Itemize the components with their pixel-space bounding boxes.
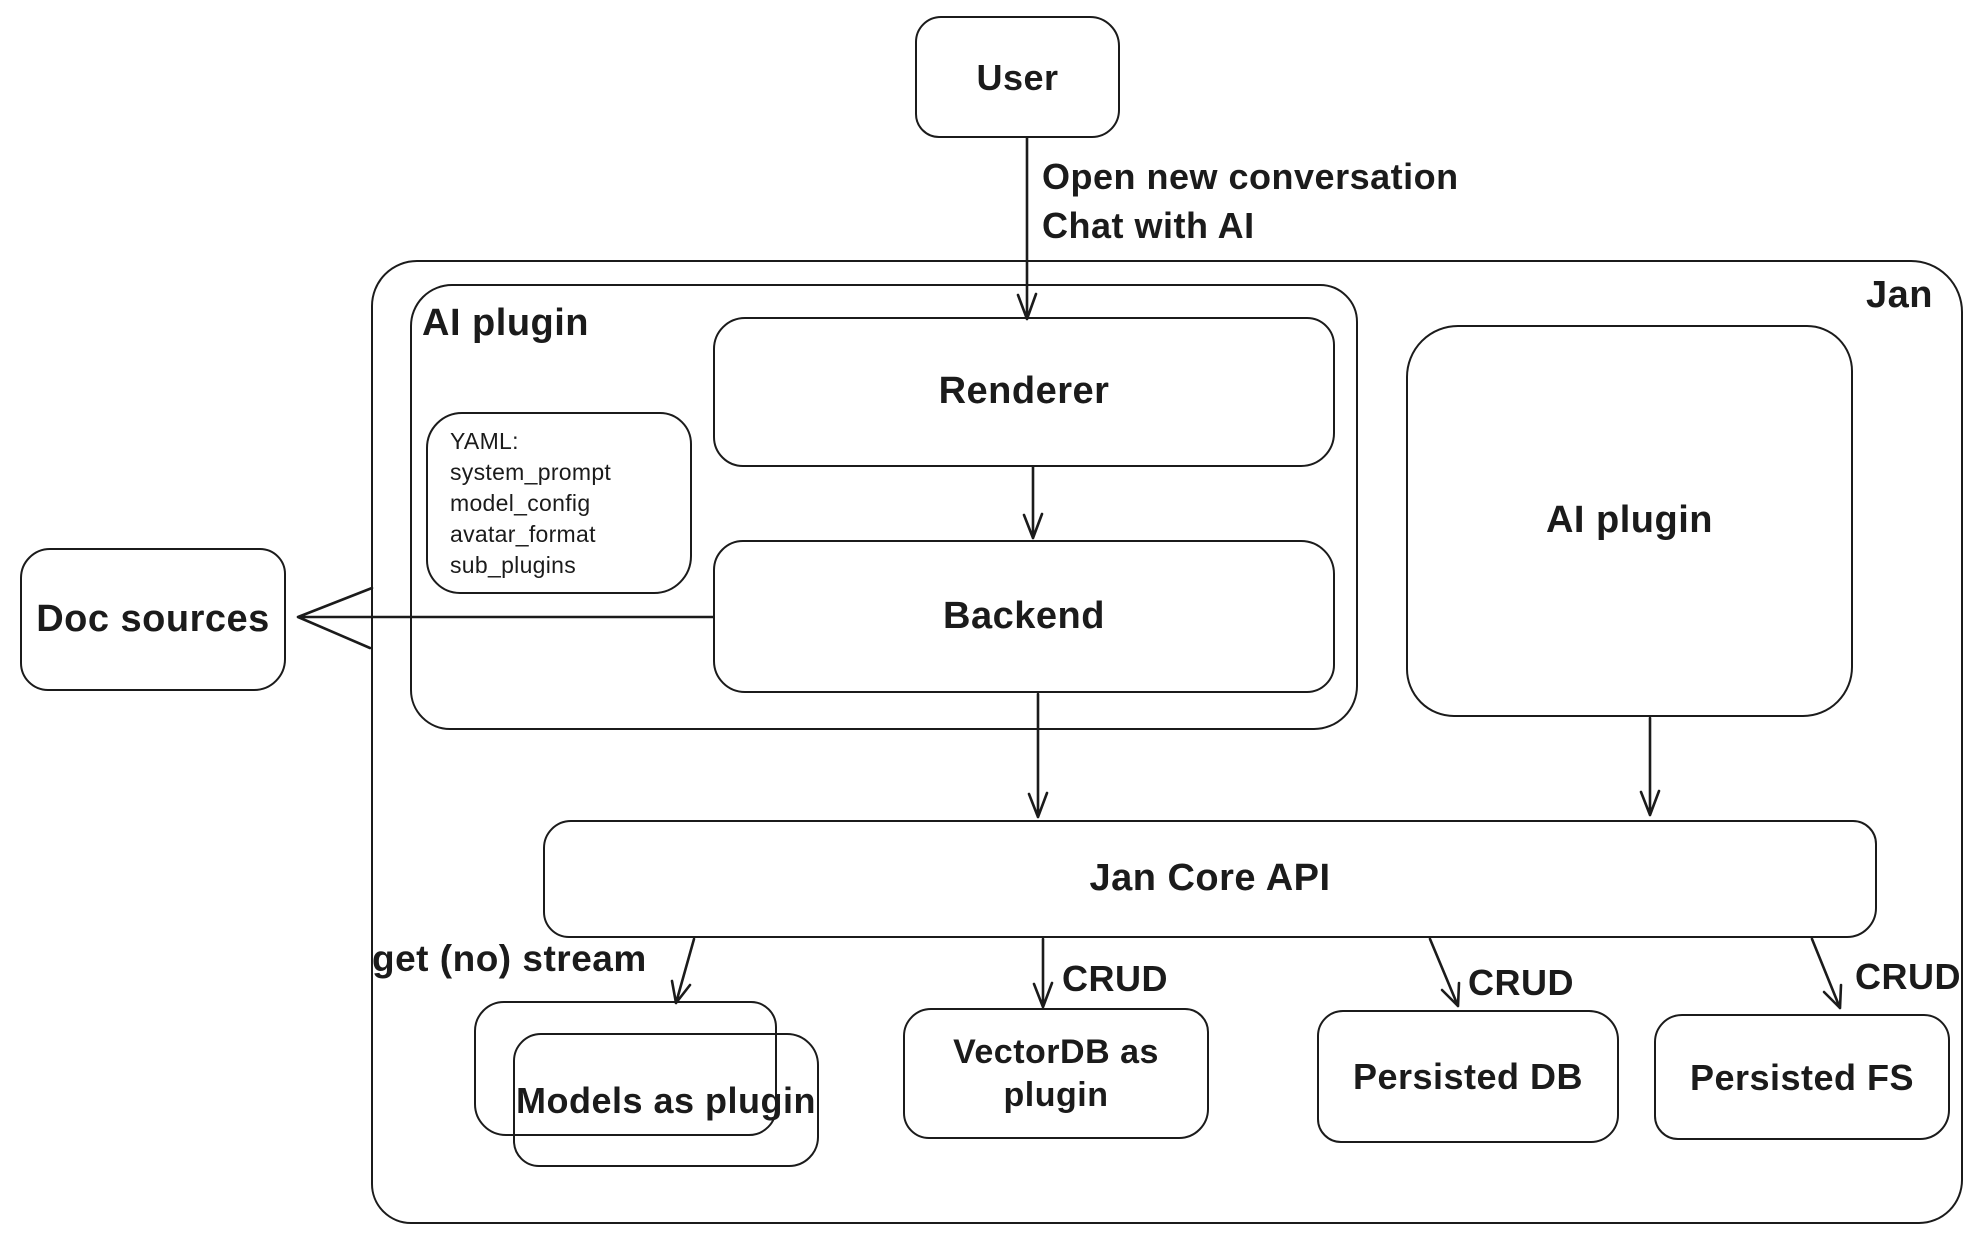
node-doc-sources-label: Doc sources [36,597,270,640]
edge-label-crud-vectordb: CRUD [1062,958,1168,999]
node-jan-core-api: Jan Core API [543,820,1877,938]
node-ai-plugin-group: AI plugin [410,284,1358,730]
node-backend: Backend [713,540,1335,693]
node-jan-core-api-label: Jan Core API [1089,857,1331,900]
node-user-label: User [976,56,1059,98]
node-ai-plugin-right: AI plugin [1406,325,1853,717]
node-user: User [915,16,1120,138]
node-ai-plugin-group-label: AI plugin [422,302,590,344]
node-renderer: Renderer [713,317,1335,467]
edge-label-crud-persisted-db: CRUD [1468,962,1574,1003]
node-persisted-fs: Persisted FS [1654,1014,1950,1140]
node-models-as-plugin-back [474,1001,777,1136]
node-ai-plugin-right-label: AI plugin [1545,499,1714,542]
node-models-as-plugin: Models as plugin [513,1033,819,1167]
edge-label-crud-persisted-fs: CRUD [1855,956,1961,997]
edge-label-user-to-renderer: Open new conversation Chat with AI [1042,156,1459,246]
node-vectordb-as-plugin-label: VectorDB as plugin [953,1033,1159,1114]
node-yaml-note-text: YAML: system_prompt model_config avatar_… [450,427,612,578]
node-backend-label: Backend [943,594,1105,637]
node-renderer-label: Renderer [938,370,1110,413]
node-yaml-note: YAML: system_prompt model_config avatar_… [426,412,692,594]
node-doc-sources: Doc sources [20,548,286,691]
node-models-as-plugin-label: Models as plugin [515,1079,817,1121]
node-persisted-fs-label: Persisted FS [1689,1056,1915,1098]
node-persisted-db: Persisted DB [1317,1010,1619,1143]
edge-label-get-no-stream: get (no) stream [372,938,647,979]
node-vectordb-as-plugin: VectorDB as plugin [903,1008,1209,1139]
node-jan-label: Jan [1866,274,1933,316]
node-persisted-db-label: Persisted DB [1352,1056,1584,1097]
node-jan-container: Jan [371,260,1963,1224]
